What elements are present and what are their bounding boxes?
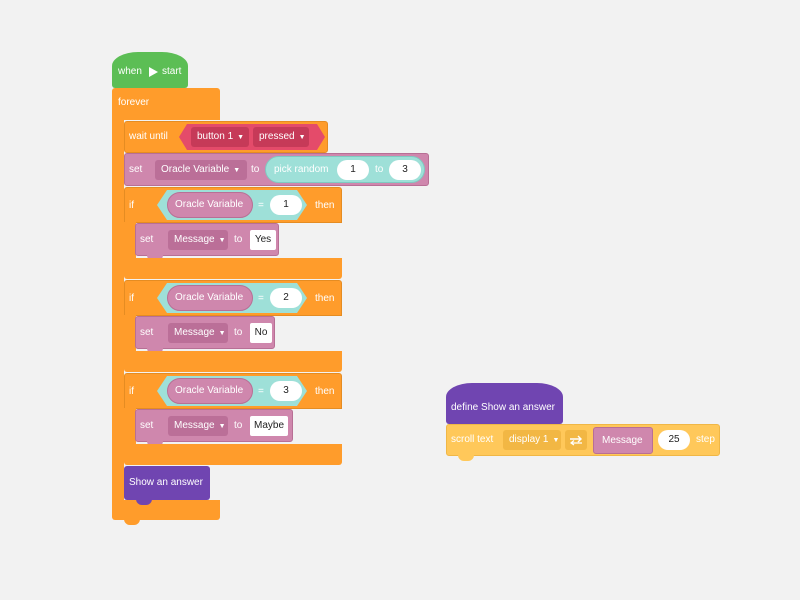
message-text-input[interactable]: Maybe (250, 416, 288, 436)
then-label: then (315, 293, 335, 304)
forever-bottom (112, 500, 220, 520)
message-dropdown-label: Message (174, 234, 215, 245)
define-hat-block[interactable]: define Show an answer (446, 383, 563, 424)
variable-dropdown-label: Oracle Variable (161, 164, 230, 175)
set-label: set (140, 327, 154, 338)
message-text-input[interactable]: Yes (250, 230, 276, 250)
to-label: to (234, 234, 243, 245)
then-label: then (315, 386, 335, 397)
when-label: when (118, 66, 142, 77)
variable-dropdown[interactable]: Oracle Variable▼ (155, 160, 247, 180)
to-label: to (234, 420, 243, 431)
random-to-label: to (375, 164, 384, 175)
show-an-answer-call-block[interactable]: Show an answer (124, 466, 210, 500)
chevron-down-icon: ▼ (552, 437, 560, 444)
button-dropdown[interactable]: button 1▼ (191, 127, 249, 147)
wait-until-block[interactable]: wait until button 1▼ pressed▼ (124, 121, 328, 153)
if-bottom (124, 444, 342, 465)
random-from-input[interactable]: 1 (337, 160, 369, 180)
wait-until-label: wait until (129, 131, 168, 142)
if-arm (124, 408, 136, 446)
display-dropdown-label: display 1 (509, 434, 549, 445)
oracle-variable-label: Oracle Variable (175, 385, 244, 396)
message-dropdown[interactable]: Message▼ (168, 323, 228, 343)
if-block[interactable]: if Oracle Variable = 1 then (124, 187, 342, 223)
step-label: step (696, 434, 715, 445)
if-label: if (129, 386, 134, 397)
set-variable-random-block[interactable]: set Oracle Variable▼ to pick random 1 to… (124, 153, 429, 186)
scroll-text-notch (458, 455, 474, 461)
message-dropdown-label: Message (174, 420, 215, 431)
call-block-notch (136, 499, 152, 505)
message-dropdown[interactable]: Message▼ (168, 416, 228, 436)
to-label: to (251, 164, 260, 175)
chevron-down-icon: ▼ (237, 134, 245, 141)
message-text-input[interactable]: No (250, 323, 272, 343)
set-label: set (129, 164, 143, 175)
compare-value-input[interactable]: 1 (270, 195, 302, 215)
chevron-down-icon: ▼ (218, 423, 226, 430)
set-label: set (140, 420, 154, 431)
if-bottom (124, 351, 342, 372)
message-dropdown[interactable]: Message▼ (168, 230, 228, 250)
to-label: to (234, 327, 243, 338)
chevron-down-icon: ▼ (218, 237, 226, 244)
chevron-down-icon: ▼ (233, 167, 241, 174)
oracle-variable-label: Oracle Variable (175, 199, 244, 210)
compare-value-input[interactable]: 2 (270, 288, 302, 308)
show-an-answer-label: Show an answer (129, 477, 203, 488)
forever-arm (112, 118, 124, 502)
oracle-variable-label: Oracle Variable (175, 292, 244, 303)
if-bottom (124, 258, 342, 279)
steps-input[interactable]: 25 (658, 430, 690, 450)
pressed-dropdown[interactable]: pressed▼ (253, 127, 309, 147)
set-message-block[interactable]: set Message▼ to Maybe (135, 409, 293, 442)
message-reporter-label: Message (602, 435, 643, 446)
chevron-down-icon: ▼ (218, 330, 226, 337)
oracle-variable-reporter[interactable]: Oracle Variable (167, 285, 253, 311)
chevron-down-icon: ▼ (298, 134, 306, 141)
pressed-dropdown-label: pressed (259, 131, 295, 142)
button-dropdown-label: button 1 (197, 131, 234, 142)
set-label: set (140, 234, 154, 245)
pick-random-reporter[interactable]: pick random 1 to 3 (265, 156, 425, 183)
oracle-variable-reporter[interactable]: Oracle Variable (167, 192, 253, 218)
when-start-hat-block[interactable]: when start (112, 52, 188, 88)
if-label: if (129, 293, 134, 304)
then-label: then (315, 200, 335, 211)
forever-label: forever (118, 97, 150, 108)
start-label: start (162, 66, 182, 77)
if-block[interactable]: if Oracle Variable = 2 then (124, 280, 342, 316)
if-label: if (129, 200, 134, 211)
if-arm (124, 315, 136, 353)
message-reporter[interactable]: Message (593, 427, 653, 454)
define-label: define Show an answer (451, 402, 555, 413)
scroll-text-block[interactable]: scroll text display 1▼ Message 25 step (446, 424, 720, 456)
equals-label: = (258, 386, 264, 397)
pick-random-label: pick random (274, 164, 329, 175)
if-arm (124, 222, 136, 260)
set-message-block[interactable]: set Message▼ to No (135, 316, 275, 349)
forever-block[interactable]: forever (112, 88, 220, 120)
scroll-text-label: scroll text (451, 434, 494, 445)
if-block[interactable]: if Oracle Variable = 3 then (124, 373, 342, 409)
scroll-direction-icon[interactable] (565, 430, 587, 450)
random-to-input[interactable]: 3 (389, 160, 421, 180)
message-dropdown-label: Message (174, 327, 215, 338)
play-flag-icon (149, 67, 158, 77)
set-message-block[interactable]: set Message▼ to Yes (135, 223, 279, 256)
equals-label: = (258, 293, 264, 304)
equals-label: = (258, 200, 264, 211)
compare-value-input[interactable]: 3 (270, 381, 302, 401)
forever-bottom-notch (124, 519, 140, 525)
oracle-variable-reporter[interactable]: Oracle Variable (167, 378, 253, 404)
display-dropdown[interactable]: display 1▼ (503, 430, 561, 450)
